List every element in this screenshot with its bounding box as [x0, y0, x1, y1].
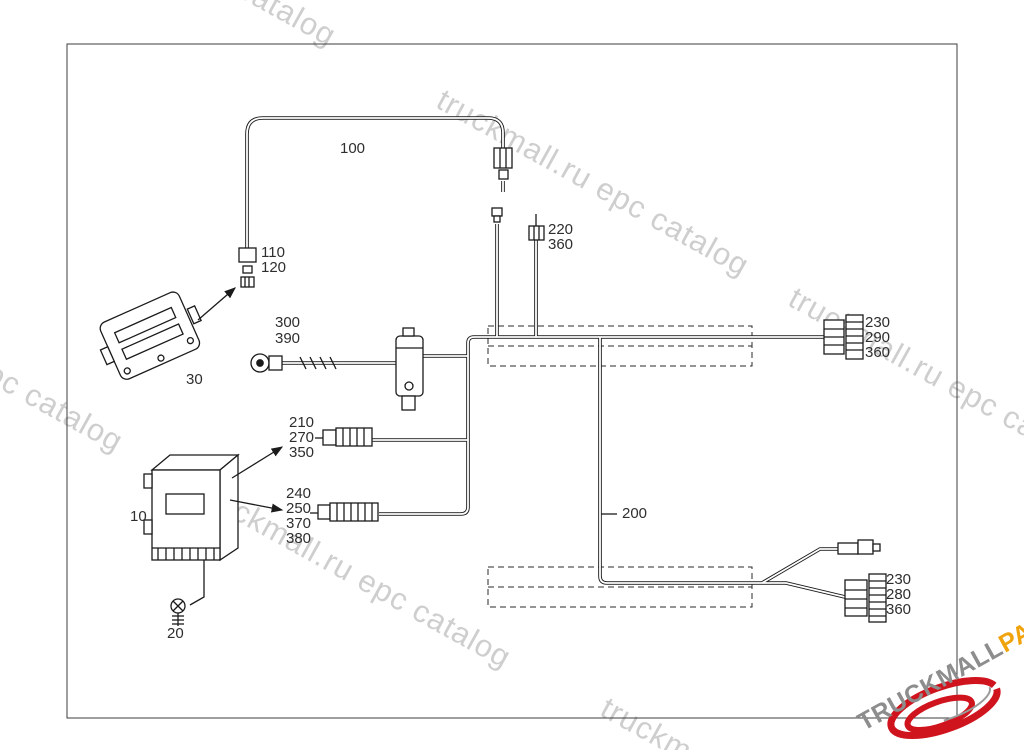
branch-connector: [837, 539, 881, 555]
callout-230-upper: 230: [865, 314, 891, 331]
wire-paths: [245, 116, 846, 599]
truckmall-swoosh-icon: [887, 676, 1001, 740]
inline-pin-connector: [491, 207, 503, 223]
arrow-to-connector-110: [197, 287, 236, 321]
callout-110: 110: [261, 244, 285, 261]
connector-110-120: [238, 247, 257, 288]
callout-240: 240: [286, 485, 312, 502]
callout-10: 10: [130, 508, 147, 525]
drawing-frame: [66, 43, 958, 719]
grommet-20: [170, 560, 205, 626]
control-unit-10: [143, 453, 240, 562]
arrow-to-connector-240: [229, 499, 284, 513]
callout-360-upper: 360: [865, 344, 891, 361]
callout-300: 300: [275, 314, 301, 331]
callout-250: 250: [286, 500, 312, 517]
callout-360-lower: 360: [886, 601, 912, 618]
callout-360-top: 360: [548, 236, 574, 253]
connector-100-end: [493, 147, 513, 180]
connector-230-290-360: [823, 314, 864, 360]
callout-290: 290: [865, 329, 891, 346]
bracket-component: [395, 327, 424, 411]
callout-230-lower: 230: [886, 571, 912, 588]
callout-30: 30: [186, 371, 203, 388]
callout-370: 370: [286, 515, 312, 532]
connector-240-250-370-380: [310, 502, 379, 522]
connector-210-270-350: [315, 427, 373, 447]
callout-210: 210: [289, 414, 315, 431]
callout-280: 280: [886, 586, 912, 603]
arrow-to-connector-210: [231, 446, 284, 479]
callout-270: 270: [289, 429, 315, 446]
callout-380: 380: [286, 530, 312, 547]
callout-390: 390: [275, 330, 301, 347]
callout-220: 220: [548, 221, 574, 238]
callout-200: 200: [622, 505, 648, 522]
callout-350: 350: [289, 444, 315, 461]
connector-230-280-360: [844, 573, 887, 623]
ring-terminal-300-390: [250, 353, 337, 373]
dashed-option-box-lower: [487, 566, 753, 608]
dashed-option-box-upper: [487, 325, 753, 367]
callout-100: 100: [340, 140, 366, 157]
connector-220-360: [528, 214, 545, 241]
control-unit-30: [99, 291, 202, 380]
callout-120: 120: [261, 259, 287, 276]
callout-20: 20: [167, 625, 184, 642]
callout-arrows: [197, 287, 284, 513]
